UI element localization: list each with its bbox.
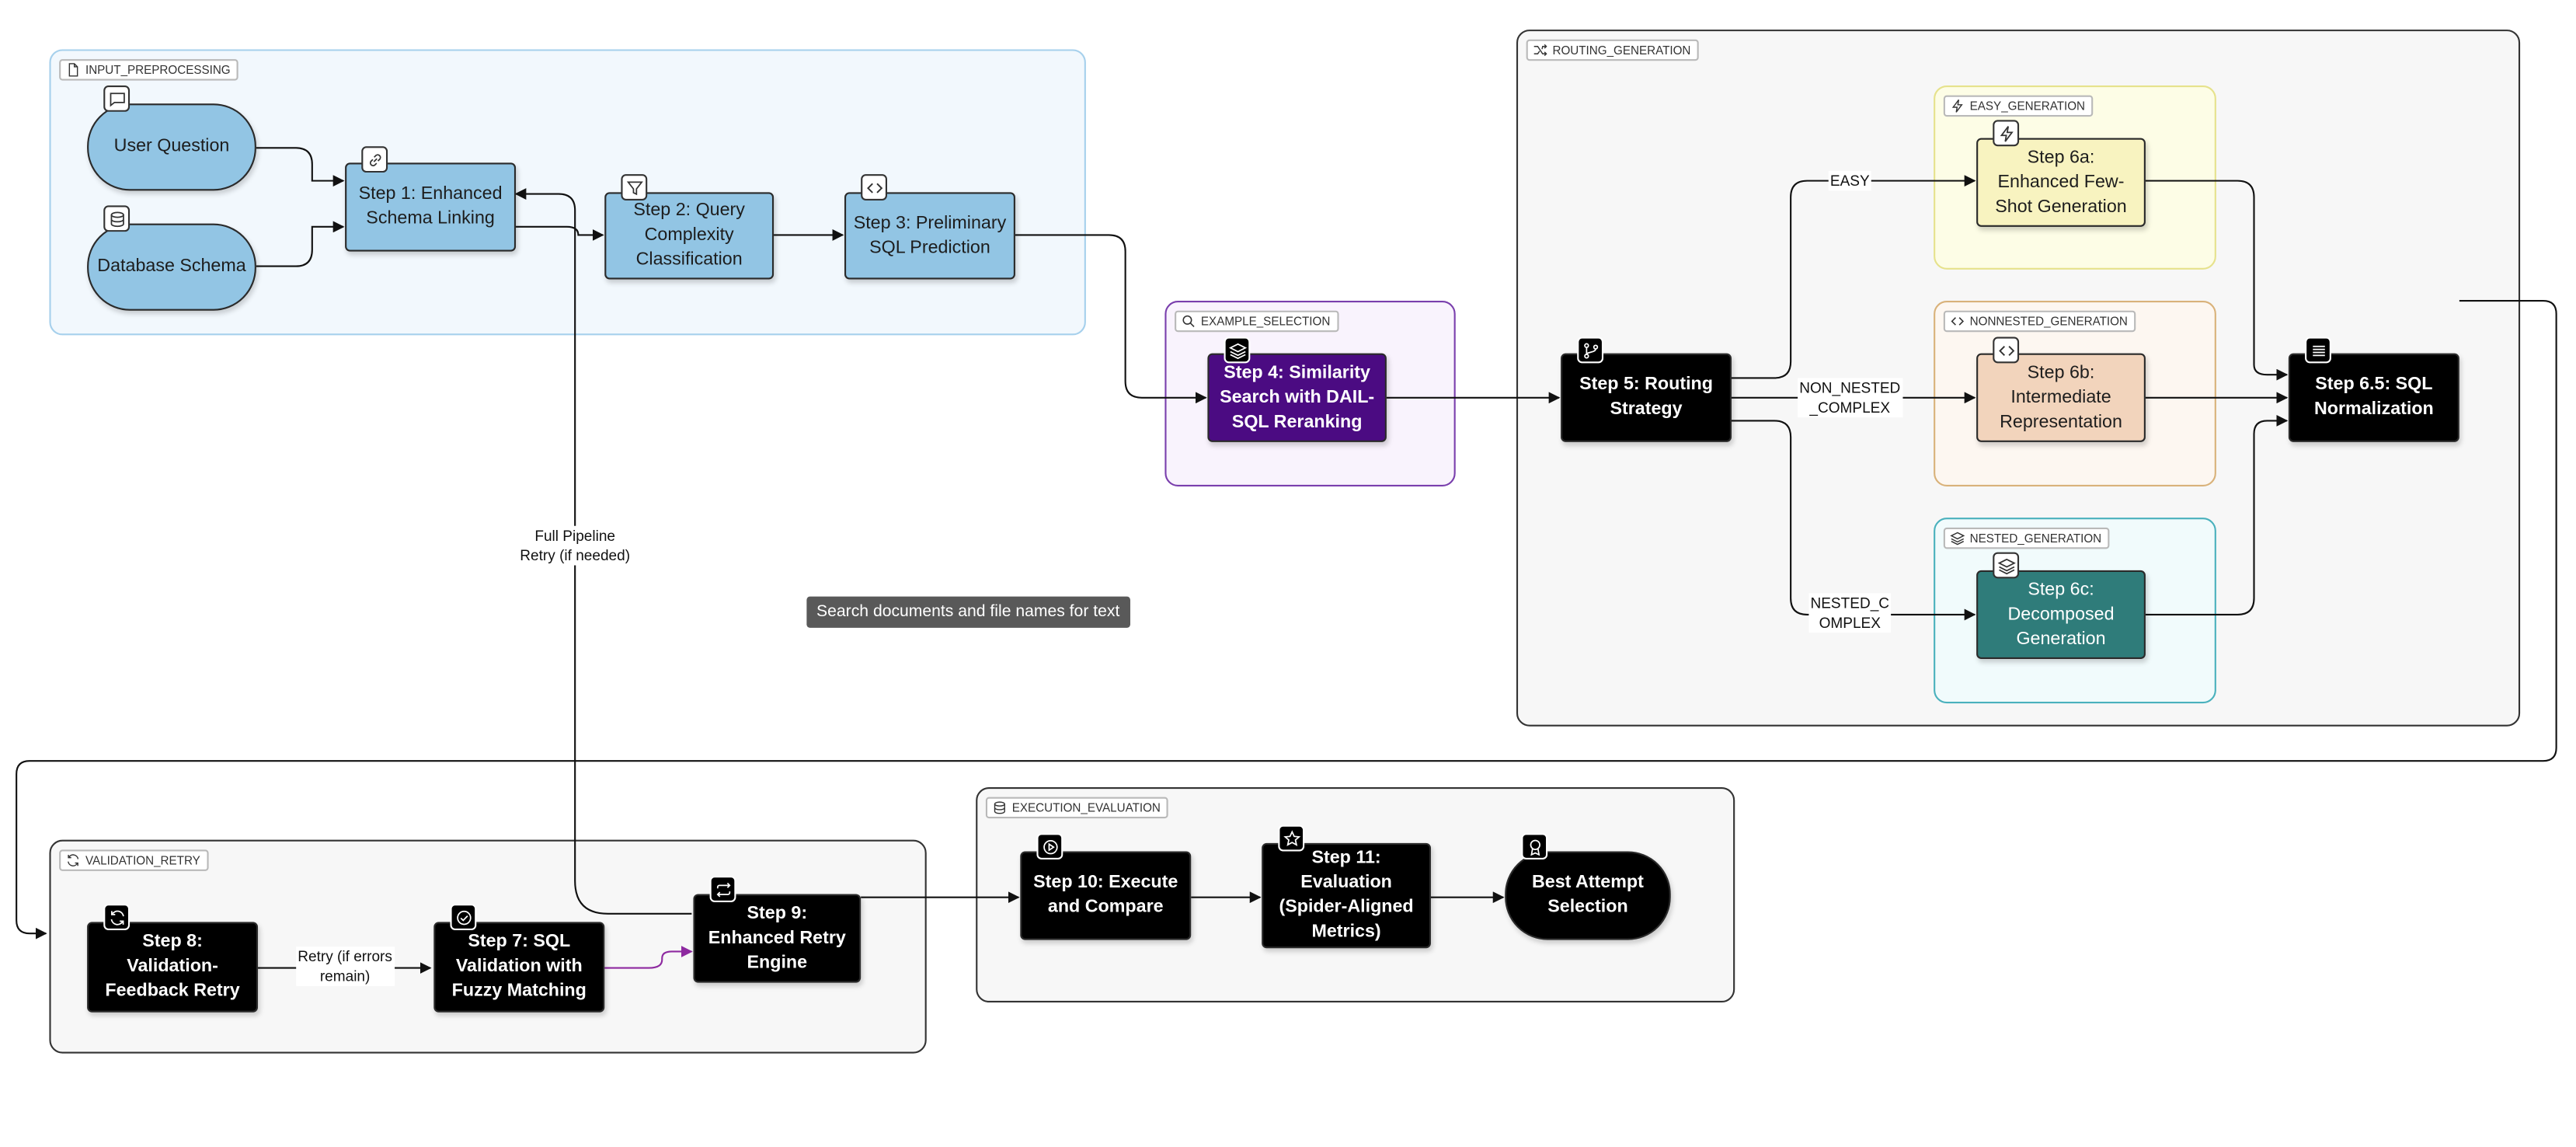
group-title: VALIDATION_RETRY <box>85 852 200 868</box>
check-circle-icon <box>450 904 477 930</box>
layers-icon <box>1224 336 1251 364</box>
group-label-validation-retry: VALIDATION_RETRY <box>59 849 209 871</box>
edge-label-nested-complex: NESTED_C OMPLEX <box>1808 593 1892 633</box>
edge-label-retry-if-errors: Retry (if errors remain) <box>296 947 395 986</box>
group-label-nested-generation: NESTED_GENERATION <box>1943 527 2110 549</box>
code-icon <box>861 174 887 201</box>
database-icon <box>103 205 131 232</box>
group-title: EASY_GENERATION <box>1969 98 2086 113</box>
refresh-icon <box>68 854 79 866</box>
shuffle-icon <box>1533 44 1547 57</box>
git-branch-icon <box>1577 336 1604 364</box>
step6b-node[interactable]: Step 6b: Intermediate Representation <box>1976 353 2146 442</box>
step8-node[interactable]: Step 8: Validation-Feedback Retry <box>87 922 259 1013</box>
edge-label-full-pipeline-retry: Full Pipeline Retry (if needed) <box>518 525 632 566</box>
lightning-icon <box>1993 120 2020 147</box>
search-tooltip: Search documents and file names for text <box>806 596 1130 628</box>
step9-node[interactable]: Step 9: Enhanced Retry Engine <box>693 894 862 983</box>
edge-step3-to-step4 <box>1015 234 1207 404</box>
step65-node[interactable]: Step 6.5: SQL Normalization <box>2288 353 2459 442</box>
group-title: INPUT_PREPROCESSING <box>85 62 231 78</box>
refresh-icon <box>103 904 131 930</box>
step7-node[interactable]: Step 7: SQL Validation with Fuzzy Matchi… <box>433 922 605 1013</box>
step2-node[interactable]: Step 2: Query Complexity Classification <box>604 192 775 280</box>
link-icon <box>361 146 388 173</box>
award-icon <box>1521 833 1548 860</box>
database-schema-node[interactable]: Database Schema <box>87 223 256 311</box>
star-icon <box>1278 825 1305 852</box>
group-title: EXECUTION_EVALUATION <box>1011 800 1161 815</box>
group-label-input-preprocessing: INPUT_PREPROCESSING <box>59 59 239 81</box>
edge-step5-to-step6c <box>1731 420 1976 621</box>
edge-label-non-nested-complex: NON_NESTED _COMPLEX <box>1798 378 1902 418</box>
edge-step7-to-step9 <box>604 946 693 969</box>
repeat-icon <box>709 876 736 903</box>
layers-icon <box>1993 552 2020 579</box>
step5-node[interactable]: Step 5: Routing Strategy <box>1561 353 1732 442</box>
edge-step65-to-step8 <box>16 299 2557 940</box>
step10-node[interactable]: Step 10: Execute and Compare <box>1020 851 1192 940</box>
filter-icon <box>621 174 648 201</box>
code-icon <box>1993 336 2020 364</box>
layers-icon <box>1950 532 1965 546</box>
group-title: EXAMPLE_SELECTION <box>1200 313 1331 329</box>
group-title: ROUTING_GENERATION <box>1552 42 1691 58</box>
message-icon <box>103 85 131 112</box>
group-label-nonnested-generation: NONNESTED_GENERATION <box>1943 310 2136 333</box>
edge-step6c-to-step65 <box>2145 414 2289 615</box>
database-icon <box>994 801 1005 814</box>
list-icon <box>2305 336 2331 364</box>
play-icon <box>1036 833 1063 860</box>
edge-label-easy: EASY <box>1828 170 1871 191</box>
group-title: NONNESTED_GENERATION <box>1969 313 2128 329</box>
lightning-icon <box>1951 99 1963 113</box>
step1-node[interactable]: Step 1: Enhanced Schema Linking <box>345 162 517 252</box>
code-icon <box>1951 317 1965 326</box>
group-title: NESTED_GENERATION <box>1969 531 2102 546</box>
edge-step5-to-step6a <box>1731 175 1976 379</box>
group-label-execution-evaluation: EXECUTION_EVALUATION <box>985 797 1169 819</box>
step4-node[interactable]: Step 4: Similarity Search with DAIL-SQL … <box>1207 353 1387 442</box>
group-label-easy-generation: EASY_GENERATION <box>1943 95 2094 117</box>
group-label-example-selection: EXAMPLE_SELECTION <box>1175 310 1338 333</box>
search-icon <box>1182 315 1195 327</box>
step3-node[interactable]: Step 3: Preliminary SQL Prediction <box>844 192 1015 280</box>
document-icon <box>68 63 78 77</box>
edge-database-schema-to-step1 <box>256 221 345 267</box>
group-label-routing-generation: ROUTING_GENERATION <box>1526 39 1700 61</box>
step6c-node[interactable]: Step 6c: Decomposed Generation <box>1976 570 2146 660</box>
user-question-node[interactable]: User Question <box>87 103 256 191</box>
edge-step6a-to-step65 <box>2145 180 2289 381</box>
step11-node[interactable]: Step 11: Evaluation (Spider-Aligned Metr… <box>1262 842 1431 949</box>
edge-step9-to-step1 <box>514 188 692 915</box>
edge-user-question-to-step1 <box>256 147 345 187</box>
step6a-node[interactable]: Step 6a: Enhanced Few-Shot Generation <box>1976 138 2146 227</box>
best-attempt-node[interactable]: Best Attempt Selection <box>1505 851 1671 940</box>
edge-step1-to-step2 <box>516 225 604 241</box>
